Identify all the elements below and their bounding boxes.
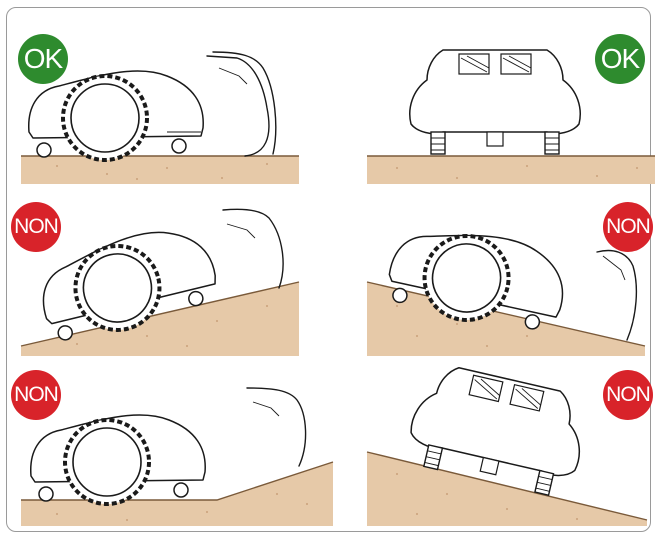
panel-ok-flat-front: OK [357,28,659,198]
panel-non-uphill-side: NON [17,196,327,366]
illustration-frame: OK OK [6,7,651,532]
non-badge: NON [11,370,61,420]
panel-ok-flat-side: OK [17,28,327,198]
ok-badge: OK [595,34,645,84]
charging-station-wire [207,56,269,156]
charging-station-frame [223,209,283,288]
charging-contact [253,402,279,416]
panel-non-ramp-side: NON [17,364,327,534]
charging-contact [603,256,625,280]
scene-ramp-side [17,364,327,534]
scene-uphill-side [17,196,327,366]
ok-badge: OK [18,34,68,84]
mower-front-icon [410,50,580,154]
panel-non-cross-slope-front: NON [357,364,659,534]
charging-station-frame [247,388,306,466]
soil-ground [21,156,299,184]
charging-contact [227,224,255,238]
non-badge: NON [603,370,653,420]
non-badge: NON [11,202,61,252]
charging-contact [219,68,247,84]
panel-non-downhill-side: NON [357,196,659,366]
charging-station-frame [597,251,636,340]
mower-side-icon [31,415,205,504]
mower-side-icon [29,71,203,160]
non-badge: NON [603,202,653,252]
soil-ground [367,156,655,184]
